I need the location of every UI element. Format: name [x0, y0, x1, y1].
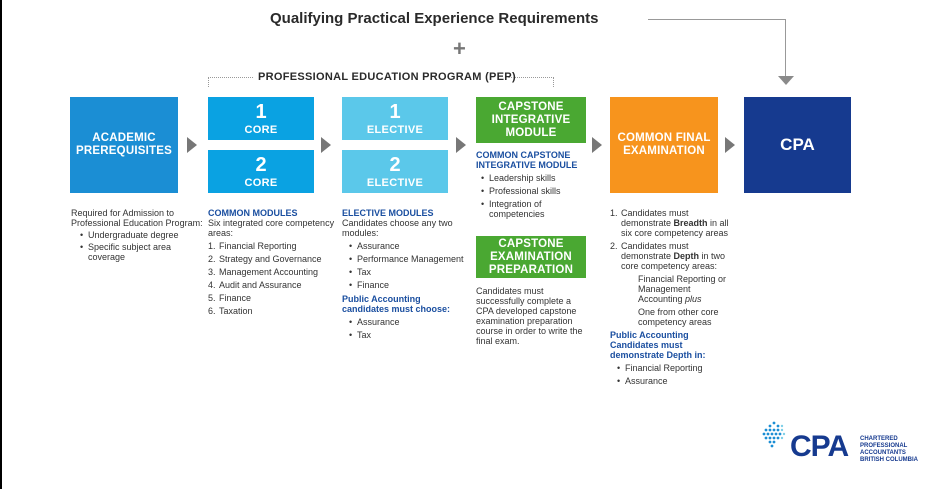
capstone-integrative-label: CAPSTONE INTEGRATIVE MODULE	[491, 100, 571, 139]
elective-2-box: 2 ELECTIVE	[342, 150, 448, 193]
maple-leaf-dots-icon	[762, 421, 786, 448]
capstone-item: Leadership skills	[480, 173, 594, 183]
core-heading: COMMON MODULES	[208, 208, 298, 218]
elective-description: ELECTIVE MODULES Candidates choose any t…	[342, 208, 470, 343]
arrow-right-icon	[456, 137, 466, 153]
core-1-label: CORE	[244, 123, 278, 136]
core-item: Strategy and Governance	[208, 254, 336, 264]
cfe-box: COMMON FINAL EXAMINATION	[610, 97, 718, 193]
arrow-right-icon	[187, 137, 197, 153]
down-arrow-icon	[778, 76, 794, 85]
elective-2-number: 2	[389, 153, 401, 176]
elective-2-label: ELECTIVE	[366, 176, 424, 189]
core-item: Management Accounting	[208, 267, 336, 277]
elective-1-number: 1	[389, 100, 401, 123]
arrow-right-icon	[321, 137, 331, 153]
core-1-number: 1	[255, 100, 267, 123]
arrow-right-icon	[725, 137, 735, 153]
logo-subtitle: CHARTERED PROFESSIONAL ACCOUNTANTS BRITI…	[860, 436, 918, 463]
core-item: Financial Reporting	[208, 241, 336, 251]
cfe-item-depth: Candidates must demonstrate Depth in two…	[610, 241, 734, 327]
capstone-item: Professional skills	[480, 186, 594, 196]
plus-icon: +	[453, 36, 466, 61]
left-border	[0, 0, 2, 489]
capstone-item: Integration of competencies	[480, 199, 594, 219]
cfe-pa-item: Assurance	[616, 376, 734, 386]
elective-item: Tax	[348, 267, 470, 277]
capstone-exam-description: Candidates must successfully complete a …	[476, 286, 583, 346]
academic-item: Specific subject area coverage	[79, 242, 203, 262]
elective-pa-item: Assurance	[348, 317, 470, 327]
pep-label: PROFESSIONAL EDUCATION PROGRAM (PEP)	[258, 71, 516, 83]
core-2-box: 2 CORE	[208, 150, 314, 193]
elective-item: Assurance	[348, 241, 470, 251]
core-2-number: 2	[255, 153, 267, 176]
pep-bracket-left	[208, 77, 253, 87]
cfe-item-breadth: Candidates must demonstrate Breadth in a…	[610, 208, 734, 238]
elective-1-label: ELECTIVE	[366, 123, 424, 136]
academic-item: Undergraduate degree	[79, 230, 203, 240]
core-item: Audit and Assurance	[208, 280, 336, 290]
cfe-description: Candidates must demonstrate Breadth in a…	[610, 208, 734, 389]
core-2-label: CORE	[244, 176, 278, 189]
core-description: COMMON MODULES Six integrated core compe…	[208, 208, 336, 319]
elective-item: Finance	[348, 280, 470, 290]
cpa-label: CPA	[780, 135, 815, 154]
cfe-depth-option: Financial Reporting or Management Accoun…	[638, 274, 727, 304]
cfe-depth-option: One from other core competency areas	[638, 307, 719, 327]
elective-pa-item: Tax	[348, 330, 470, 340]
capstone-heading: COMMON CAPSTONE INTEGRATIVE MODULE	[476, 150, 578, 170]
experience-connector-horizontal	[648, 19, 786, 20]
cfe-pa-item: Financial Reporting	[616, 363, 734, 373]
cfe-label: COMMON FINAL EXAMINATION	[617, 132, 711, 157]
cpa-box: CPA	[744, 97, 851, 193]
pep-bracket-right	[508, 77, 554, 87]
academic-prerequisites-label: ACADEMIC PREREQUISITES	[76, 132, 172, 157]
experience-connector-vertical	[785, 19, 786, 77]
capstone-integrative-box: CAPSTONE INTEGRATIVE MODULE	[476, 97, 586, 143]
cpa-bc-logo: CPA CHARTERED PROFESSIONAL ACCOUNTANTS B…	[760, 418, 950, 470]
core-item: Taxation	[208, 306, 336, 316]
academic-description: Required for Admission to Professional E…	[71, 208, 203, 264]
elective-intro: Candidates choose any two modules:	[342, 218, 453, 238]
capstone-exam-label: CAPSTONE EXAMINATION PREPARATION	[488, 237, 574, 276]
core-intro: Six integrated core competency areas:	[208, 218, 335, 238]
elective-heading: ELECTIVE MODULES	[342, 208, 434, 218]
core-1-box: 1 CORE	[208, 97, 314, 140]
cfe-pa-heading: Public Accounting Candidates must demons…	[610, 330, 706, 360]
capstone-description: COMMON CAPSTONE INTEGRATIVE MODULE Leade…	[476, 150, 594, 222]
diagram-title: Qualifying Practical Experience Requirem…	[270, 10, 599, 27]
elective-pa-heading: Public Accounting candidates must choose…	[342, 294, 451, 314]
logo-wordmark: CPA	[790, 430, 849, 463]
elective-item: Performance Management	[348, 254, 470, 264]
capstone-exam-box: CAPSTONE EXAMINATION PREPARATION	[476, 236, 586, 278]
core-item: Finance	[208, 293, 336, 303]
arrow-right-icon	[592, 137, 602, 153]
elective-1-box: 1 ELECTIVE	[342, 97, 448, 140]
academic-prerequisites-box: ACADEMIC PREREQUISITES	[70, 97, 178, 193]
academic-intro: Required for Admission to Professional E…	[71, 208, 203, 228]
